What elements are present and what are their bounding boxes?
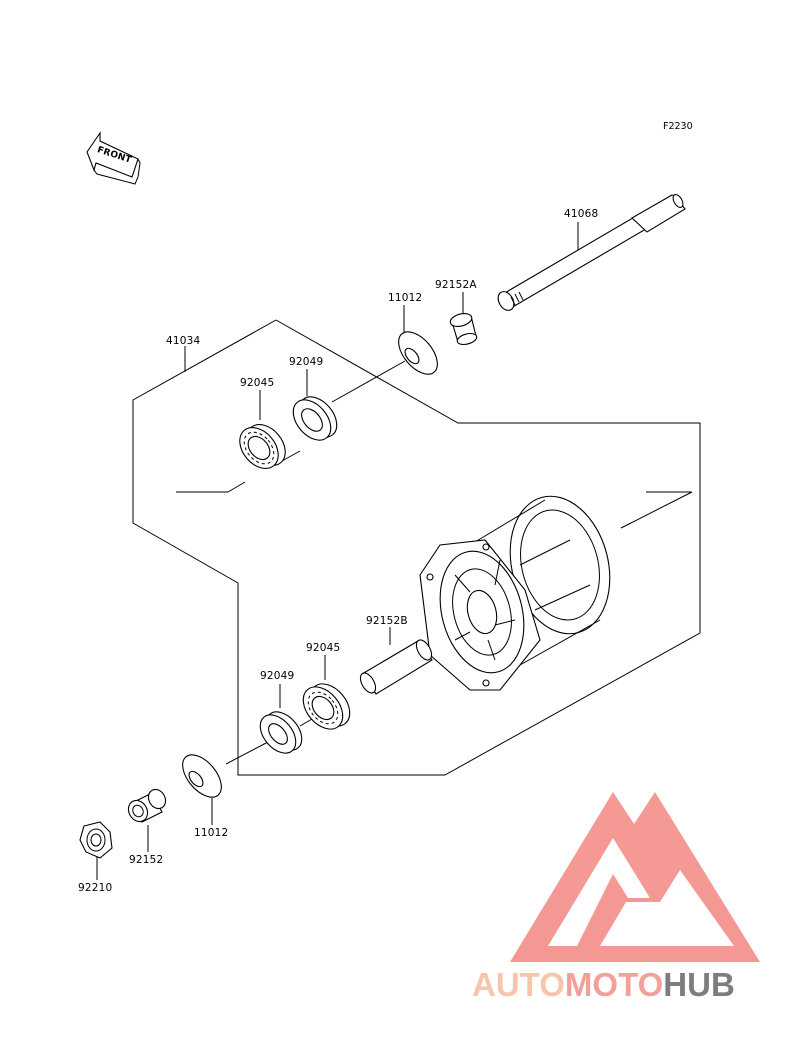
hub-group-outline [132,319,701,776]
collar-bottom [127,788,167,823]
label-nut: 92210 [78,882,112,894]
oil-seal-top [292,396,338,441]
watermark-logo: AUTOMOTOHUB [472,792,760,1003]
bearing-top [239,424,286,469]
label-hub: 41034 [166,335,201,347]
label-collar-top: 92152A [435,279,477,291]
figure-code: F2230 [663,121,693,132]
collar-middle [359,639,433,695]
label-bearing-bottom: 92045 [306,642,340,654]
triangle-logo-icon [510,792,760,962]
collar-top [449,312,478,346]
axle-nut [79,821,113,859]
label-oil-seal-top: 92049 [289,356,323,368]
label-oil-seal-bottom: 92049 [260,670,294,682]
label-leaders [96,222,579,880]
label-seal-top: 11012 [388,292,422,304]
label-bearing-top: 92045 [240,377,274,389]
bearing-bottom [302,683,351,730]
label-collar-middle: 92152B [366,615,408,627]
part-labels: 41068 92152A 11012 41034 92049 92045 921… [78,208,598,894]
label-seal-bottom: 11012 [194,827,228,839]
dust-seal-bottom [182,754,222,798]
assembly-axis-lines [176,360,693,765]
wheel-hub [419,495,611,691]
label-axle: 41068 [564,208,598,220]
oil-seal-bottom [259,711,303,754]
label-collar-bottom: 92152 [129,854,163,866]
front-arrow-icon: FRONT [86,131,141,185]
watermark-text: AUTOMOTOHUB [472,966,735,1003]
dust-seal-top [398,331,438,375]
axle [497,194,686,311]
